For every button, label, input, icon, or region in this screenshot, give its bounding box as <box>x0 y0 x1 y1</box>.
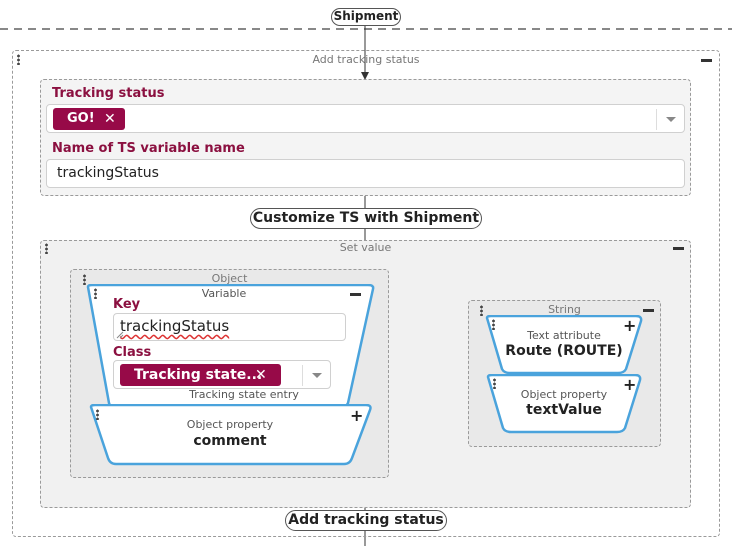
expand-icon[interactable]: + <box>623 316 637 335</box>
variable-title: Variable <box>201 287 247 300</box>
text-attribute-title: Text attribute <box>527 329 601 342</box>
drag-handle-icon[interactable] <box>17 54 20 65</box>
string-object-property-value: textValue <box>526 402 602 418</box>
object-property-shape <box>89 404 372 466</box>
string-title: String <box>548 303 581 316</box>
resize-handle-icon[interactable] <box>116 331 124 339</box>
class-caption: Tracking state entry <box>189 388 299 401</box>
block-title: Add tracking status <box>312 53 420 66</box>
remove-chip-icon[interactable]: ✕ <box>104 111 116 127</box>
flow-arrow-icon <box>361 72 369 80</box>
text-attribute-shape <box>485 315 643 375</box>
key-label: Key <box>113 297 141 312</box>
class-chip: Tracking state... ✕ <box>120 364 281 386</box>
collapse-icon[interactable] <box>701 59 712 62</box>
shipment-pill[interactable]: Shipment <box>331 8 401 26</box>
object-title: Object <box>211 272 248 285</box>
text-attribute-value: Route (ROUTE) <box>505 343 623 359</box>
object-property-title: Object property <box>186 418 274 431</box>
dropdown-icon[interactable] <box>312 373 322 378</box>
ts-name-input[interactable]: trackingStatus <box>46 159 685 188</box>
ts-name-label: Name of TS variable name <box>52 141 245 156</box>
collapse-icon[interactable] <box>643 309 654 312</box>
drag-handle-icon[interactable] <box>493 378 496 389</box>
collapse-icon[interactable] <box>350 293 361 296</box>
drag-handle-icon[interactable] <box>480 305 483 316</box>
add-tracking-status-pill[interactable]: Add tracking status <box>285 510 447 531</box>
expand-icon[interactable]: + <box>350 406 364 425</box>
remove-chip-icon[interactable]: ✕ <box>255 367 267 383</box>
customize-ts-pill[interactable]: Customize TS with Shipment <box>250 208 482 229</box>
tracking-status-chip: GO! ✕ <box>53 108 125 130</box>
object-property-value: comment <box>193 433 267 449</box>
key-input[interactable]: trackingStatus <box>113 313 346 341</box>
tracking-status-select[interactable]: GO! ✕ <box>46 104 685 133</box>
string-object-property-shape <box>486 374 642 434</box>
class-label: Class <box>113 345 152 360</box>
drag-handle-icon[interactable] <box>96 409 99 420</box>
expand-icon[interactable]: + <box>623 375 637 394</box>
class-select[interactable]: Tracking state... ✕ <box>113 360 331 389</box>
collapse-icon[interactable] <box>673 247 684 250</box>
dropdown-icon[interactable] <box>666 117 676 122</box>
string-object-property-title: Object property <box>520 388 608 401</box>
tracking-status-label: Tracking status <box>52 86 165 101</box>
drag-handle-icon[interactable] <box>45 243 48 254</box>
set-value-title: Set value <box>339 241 392 254</box>
drag-handle-icon[interactable] <box>83 274 86 285</box>
drag-handle-icon[interactable] <box>94 288 97 299</box>
drag-handle-icon[interactable] <box>492 319 495 330</box>
add-tracking-status-block: Add tracking status <box>12 50 720 537</box>
